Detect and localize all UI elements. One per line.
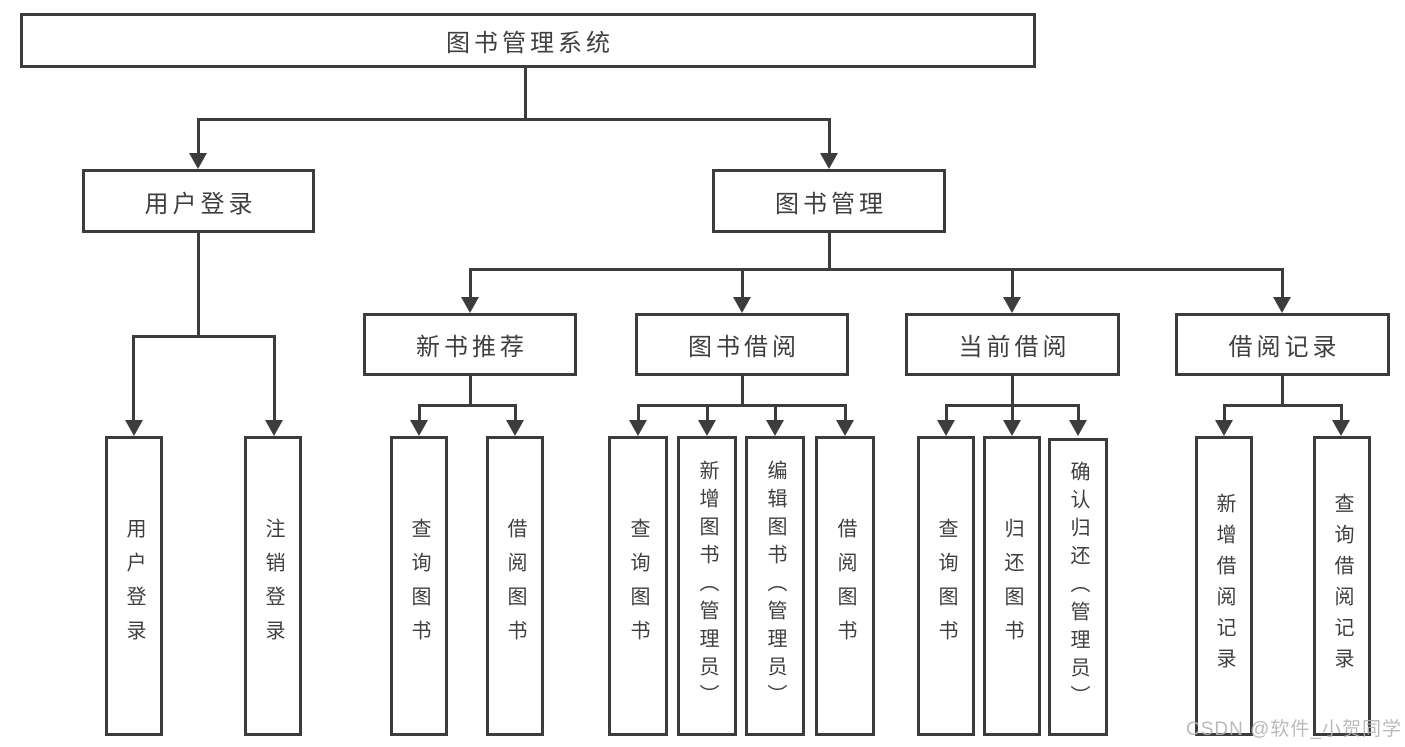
- connector-line: [469, 268, 1283, 271]
- arrow-down-icon: [1003, 420, 1021, 436]
- connector-line: [1281, 268, 1284, 299]
- leaf-return-book: 归还图书: [983, 436, 1041, 736]
- leaf-query-books-recommend-label: 查询图书: [408, 518, 430, 654]
- connector-line: [637, 404, 847, 407]
- connector-line: [469, 268, 472, 299]
- connector-line: [418, 404, 421, 422]
- leaf-query-books-recommend: 查询图书: [390, 436, 448, 736]
- arrow-down-icon: [1069, 420, 1087, 436]
- arrow-down-icon: [820, 153, 838, 169]
- leaf-confirm-return-admin: 确认归还（管理员）: [1048, 438, 1108, 736]
- arrow-down-icon: [125, 420, 143, 436]
- connector-line: [273, 335, 276, 420]
- leaf-add-book-admin: 新增图书（管理员）: [677, 436, 737, 736]
- connector-line: [1223, 404, 1226, 422]
- connector-line: [1011, 404, 1014, 422]
- arrow-down-icon: [189, 153, 207, 169]
- arrow-down-icon: [937, 420, 955, 436]
- connector-line: [197, 118, 831, 121]
- connector-line: [637, 404, 640, 422]
- leaf-confirm-return-admin-label: 确认归还（管理员）: [1067, 461, 1089, 713]
- node-book-borrow: 图书借阅: [635, 313, 849, 376]
- arrow-down-icon: [461, 297, 479, 313]
- connector-line: [1281, 376, 1284, 407]
- leaf-user-login: 用户登录: [105, 436, 163, 736]
- connector-line: [1077, 404, 1080, 422]
- leaf-logout-label: 注销登录: [262, 518, 284, 654]
- node-current-borrow: 当前借阅: [905, 313, 1120, 376]
- connector-line: [774, 404, 777, 422]
- connector-line: [741, 376, 744, 407]
- connector-line: [741, 268, 744, 299]
- connector-line: [1011, 268, 1014, 299]
- node-new-book-recommend: 新书推荐: [363, 313, 577, 376]
- node-root-label: 图书管理系统: [446, 30, 614, 57]
- connector-line: [945, 404, 948, 422]
- arrow-down-icon: [506, 420, 524, 436]
- node-user-login: 用户登录: [82, 169, 315, 233]
- connector-line: [197, 118, 200, 155]
- connector-line: [844, 404, 847, 422]
- node-root-system: 图书管理系统: [20, 13, 1036, 68]
- arrow-down-icon: [265, 420, 283, 436]
- connector-line: [1340, 404, 1343, 422]
- arrow-down-icon: [1332, 420, 1350, 436]
- arrow-down-icon: [1003, 297, 1021, 313]
- leaf-return-book-label: 归还图书: [1001, 518, 1023, 654]
- arrow-down-icon: [1273, 297, 1291, 313]
- leaf-edit-book-admin: 编辑图书（管理员）: [745, 436, 805, 736]
- arrow-down-icon: [1215, 420, 1233, 436]
- arrow-down-icon: [766, 420, 784, 436]
- leaf-borrow-books-label: 借阅图书: [834, 518, 856, 654]
- arrow-down-icon: [410, 420, 428, 436]
- connector-line: [132, 335, 276, 338]
- leaf-query-books-current-label: 查询图书: [935, 518, 957, 654]
- leaf-add-borrow-record-label: 新增借阅记录: [1213, 493, 1235, 679]
- node-book-borrow-label: 图书借阅: [688, 334, 800, 361]
- connector-line: [828, 233, 831, 271]
- connector-line: [1011, 376, 1014, 407]
- connector-line: [469, 376, 472, 407]
- connector-line: [418, 404, 517, 407]
- leaf-borrow-books-recommend: 借阅图书: [486, 436, 544, 736]
- arrow-down-icon: [629, 420, 647, 436]
- arrow-down-icon: [698, 420, 716, 436]
- node-book-management-label: 图书管理: [775, 190, 887, 218]
- leaf-query-books-borrow-label: 查询图书: [627, 518, 649, 654]
- node-borrow-records: 借阅记录: [1175, 313, 1390, 376]
- leaf-add-book-admin-label: 新增图书（管理员）: [696, 460, 718, 712]
- leaf-logout: 注销登录: [244, 436, 302, 736]
- node-new-book-recommend-label: 新书推荐: [416, 334, 528, 361]
- connector-line: [524, 68, 527, 118]
- leaf-add-borrow-record: 新增借阅记录: [1195, 436, 1253, 736]
- connector-line: [828, 118, 831, 155]
- leaf-borrow-books-recommend-label: 借阅图书: [504, 518, 526, 654]
- leaf-query-books-current: 查询图书: [917, 436, 975, 736]
- connector-line: [706, 404, 709, 422]
- leaf-edit-book-admin-label: 编辑图书（管理员）: [764, 460, 786, 712]
- leaf-user-login-label: 用户登录: [123, 518, 145, 654]
- leaf-query-books-borrow: 查询图书: [608, 436, 668, 736]
- csdn-watermark: CSDN @软件_小贺同学: [1186, 719, 1402, 740]
- node-borrow-records-label: 借阅记录: [1228, 334, 1341, 361]
- connector-line: [1223, 404, 1343, 407]
- arrow-down-icon: [733, 297, 751, 313]
- leaf-query-borrow-record: 查询借阅记录: [1313, 436, 1371, 736]
- connector-line: [132, 335, 135, 420]
- node-current-borrow-label: 当前借阅: [958, 334, 1071, 361]
- connector-line: [197, 233, 200, 338]
- node-user-login-label: 用户登录: [144, 190, 257, 218]
- leaf-query-borrow-record-label: 查询借阅记录: [1331, 493, 1353, 679]
- arrow-down-icon: [836, 420, 854, 436]
- connector-line: [514, 404, 517, 422]
- leaf-borrow-books: 借阅图书: [815, 436, 875, 736]
- node-book-management: 图书管理: [712, 169, 946, 233]
